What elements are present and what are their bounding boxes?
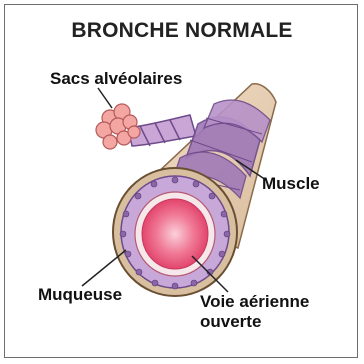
bronchus-cross-section (113, 168, 237, 296)
label-muscle: Muscle (262, 174, 320, 194)
label-mucosa: Muqueuse (38, 285, 122, 305)
label-open-airway-line2: ouverte (200, 312, 309, 332)
label-open-airway: Voie aérienne ouverte (200, 292, 309, 332)
label-alveolar-sacs: Sacs alvéolaires (50, 69, 182, 89)
label-open-airway-line1: Voie aérienne (200, 292, 309, 312)
